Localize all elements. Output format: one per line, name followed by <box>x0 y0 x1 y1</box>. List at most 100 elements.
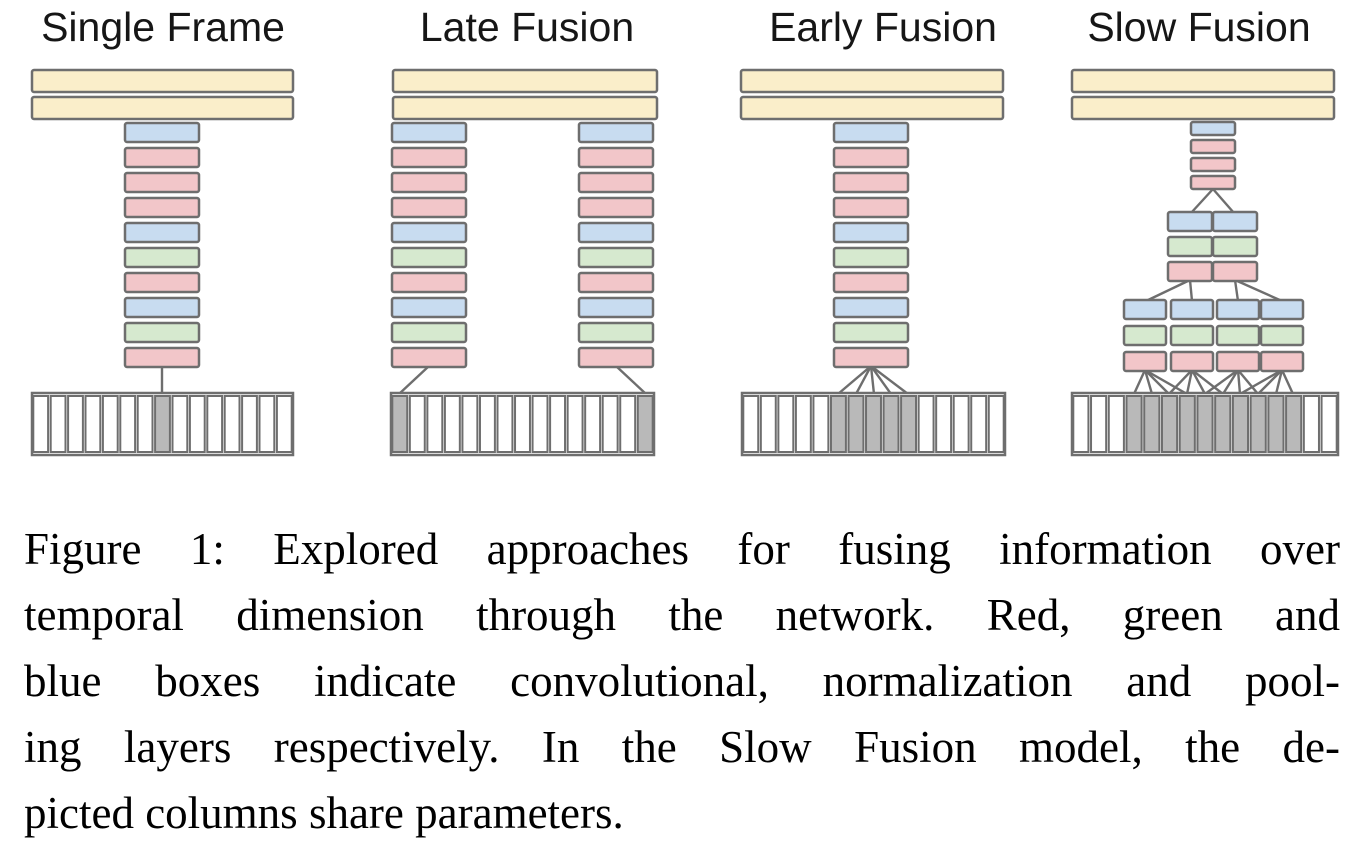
column-title-single-frame: Single Frame <box>41 4 285 50</box>
connection-line <box>1236 369 1242 395</box>
norm-layer-box <box>123 321 201 344</box>
norm-layer-box <box>1215 324 1261 347</box>
caption-line: blue boxes indicate convolutional, norma… <box>24 656 1340 706</box>
conv-layer-box <box>123 196 201 219</box>
frame-slat-selected <box>865 395 882 453</box>
connection-line <box>870 365 909 395</box>
top-layer-bars <box>30 68 1336 121</box>
connection-line <box>1145 278 1191 303</box>
connection-line <box>1190 188 1214 214</box>
frame-slat-selected <box>882 395 900 453</box>
connection-line <box>1280 369 1295 395</box>
layer-stack <box>390 121 468 369</box>
frame-slat <box>759 395 777 453</box>
layer-stack <box>123 121 201 369</box>
caption-line: ing layers respectively. In the Slow Fus… <box>24 722 1340 772</box>
connection-line <box>1204 369 1239 395</box>
connection-line <box>1168 369 1193 395</box>
layer-stack <box>1259 298 1305 373</box>
frame-slat <box>171 395 189 453</box>
yellow-layer-bar <box>30 68 295 94</box>
frame-slat <box>241 395 258 453</box>
layer-stack <box>1122 298 1168 373</box>
norm-layer-box <box>1166 235 1214 258</box>
yellow-layer-bar <box>1070 68 1336 94</box>
connection-line <box>398 365 430 395</box>
frame-strips <box>30 391 1340 457</box>
pool-layer-box <box>577 296 655 319</box>
frame-slat <box>49 395 67 453</box>
pool-layer-box <box>123 121 201 144</box>
conv-layer-box <box>390 146 468 169</box>
conv-layer-box <box>577 146 655 169</box>
frame-slat-selected <box>1196 395 1214 453</box>
frame-slat <box>223 395 241 453</box>
connection-line <box>1188 279 1194 302</box>
norm-layer-box <box>1169 324 1215 347</box>
conv-layer-box <box>390 346 468 369</box>
pool-layer-box <box>577 221 655 244</box>
connection-line <box>1234 278 1283 303</box>
pool-layer-box <box>577 121 655 144</box>
yellow-layer-bar <box>739 95 1005 121</box>
frame-slat <box>794 395 812 453</box>
frame-slat <box>970 395 988 453</box>
frame-slat <box>777 395 795 453</box>
conv-layer-box <box>123 146 201 169</box>
pool-layer-box <box>1166 210 1214 233</box>
conv-layer-box <box>832 271 910 294</box>
yellow-layer-bar <box>391 95 659 121</box>
conv-layer-box <box>832 146 910 169</box>
fusion-architectures-diagram <box>30 68 1340 457</box>
frame-slat <box>275 395 293 453</box>
conv-layer-box <box>123 171 201 194</box>
connection-line <box>1212 188 1235 214</box>
frame-strip <box>1070 391 1340 457</box>
connection-lines <box>160 188 1295 396</box>
frame-slat <box>188 395 206 453</box>
frame-slat <box>461 395 479 453</box>
layer-stack <box>1211 210 1259 283</box>
frame-slat <box>742 395 760 453</box>
connection-line <box>1190 369 1207 395</box>
pool-layer-box <box>390 221 468 244</box>
connection-line <box>1185 369 1194 395</box>
connection-line <box>1143 369 1154 395</box>
frame-slat <box>584 395 602 453</box>
pool-layer-box <box>832 296 910 319</box>
pool-layer-box <box>1122 298 1168 321</box>
frame-strip <box>30 391 295 457</box>
conv-layer-box <box>1189 174 1237 191</box>
pool-layer-box <box>1169 298 1215 321</box>
norm-layer-box <box>832 246 910 269</box>
frame-slat-selected <box>829 395 847 453</box>
connection-line <box>1239 368 1283 396</box>
caption-line: Figure 1: Explored approaches for fusing… <box>24 524 1340 574</box>
connection-line <box>869 365 876 395</box>
figure-caption: Figure 1: Explored approaches for fusing… <box>24 516 1340 846</box>
norm-layer-box <box>390 246 468 269</box>
frame-slat-selected <box>1285 395 1303 453</box>
pool-layer-box <box>390 121 468 144</box>
conv-layer-box <box>390 171 468 194</box>
norm-layer-box <box>390 321 468 344</box>
caption-line: picted columns share parameters. <box>24 788 624 838</box>
pool-layer-box <box>1189 120 1237 137</box>
frame-slat <box>443 395 461 453</box>
frame-slat-selected <box>1267 395 1285 453</box>
frame-slat <box>119 395 137 453</box>
conv-layer-box <box>577 346 655 369</box>
conv-layer-box <box>577 171 655 194</box>
frame-slat <box>426 395 444 453</box>
norm-layer-box <box>1259 324 1305 347</box>
connection-line <box>854 365 873 395</box>
frame-slat <box>136 395 154 453</box>
column-title-early-fusion: Early Fusion <box>769 4 997 50</box>
pool-layer-box <box>832 221 910 244</box>
conv-layer-box <box>1259 350 1305 373</box>
frame-slat <box>917 395 935 453</box>
frame-slat <box>206 395 224 453</box>
frame-slat <box>1090 395 1108 453</box>
conv-layer-box <box>1189 156 1237 173</box>
